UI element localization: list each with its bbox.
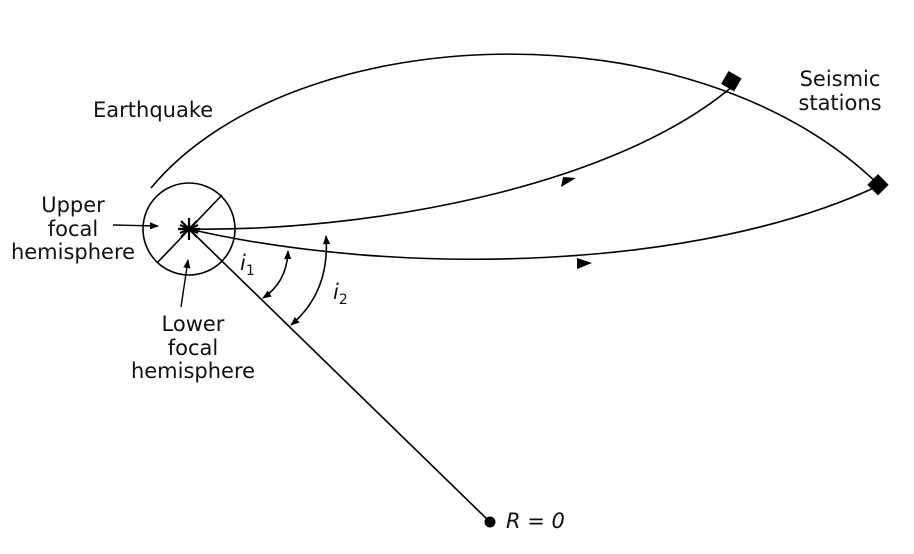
earth-surface-arc bbox=[150, 53, 881, 189]
lower-line1: Lower bbox=[161, 312, 225, 336]
lower-line3: hemisphere bbox=[130, 359, 256, 384]
seismic-stations-label: Seismic stations bbox=[790, 67, 890, 115]
upper-line3: hemisphere bbox=[10, 240, 136, 265]
seismic-stations-line1: Seismic bbox=[799, 67, 881, 91]
ray-path-1 bbox=[188, 85, 734, 230]
upper-focal-hemisphere-label: Upper focal hemisphere bbox=[0, 193, 146, 265]
seismic-stations-line2: stations bbox=[798, 90, 882, 115]
lower-line2: focal bbox=[167, 335, 219, 360]
ray-2-arrow bbox=[577, 258, 592, 269]
angle-i1-label: i1 bbox=[240, 251, 255, 280]
i2-letter: i bbox=[333, 280, 339, 304]
earth-center-label: R = 0 bbox=[506, 509, 565, 533]
earthquake-label: Earthquake bbox=[93, 98, 214, 122]
i1-letter: i bbox=[240, 251, 246, 275]
angle-i2-label: i2 bbox=[333, 280, 348, 309]
i1-subscript: 1 bbox=[245, 263, 255, 279]
lower-hemisphere-pointer bbox=[180, 259, 191, 308]
radius-line bbox=[188, 228, 491, 523]
earthquake-focus-icon bbox=[178, 218, 200, 240]
angle-i1-arc bbox=[262, 250, 292, 299]
seismic-station-1-icon bbox=[721, 70, 742, 92]
seismic-station-2-icon bbox=[867, 174, 889, 196]
lower-focal-hemisphere-label: Lower focal hemisphere bbox=[120, 312, 266, 384]
i2-subscript: 2 bbox=[338, 292, 348, 308]
ray-path-2 bbox=[188, 185, 879, 261]
upper-hemisphere-pointer bbox=[112, 222, 159, 230]
upper-line1: Upper bbox=[41, 193, 105, 217]
upper-line2: focal bbox=[47, 216, 99, 241]
ray-1-arrow bbox=[561, 177, 576, 187]
earth-center-dot bbox=[484, 516, 496, 528]
angle-i2-arc bbox=[290, 235, 331, 326]
